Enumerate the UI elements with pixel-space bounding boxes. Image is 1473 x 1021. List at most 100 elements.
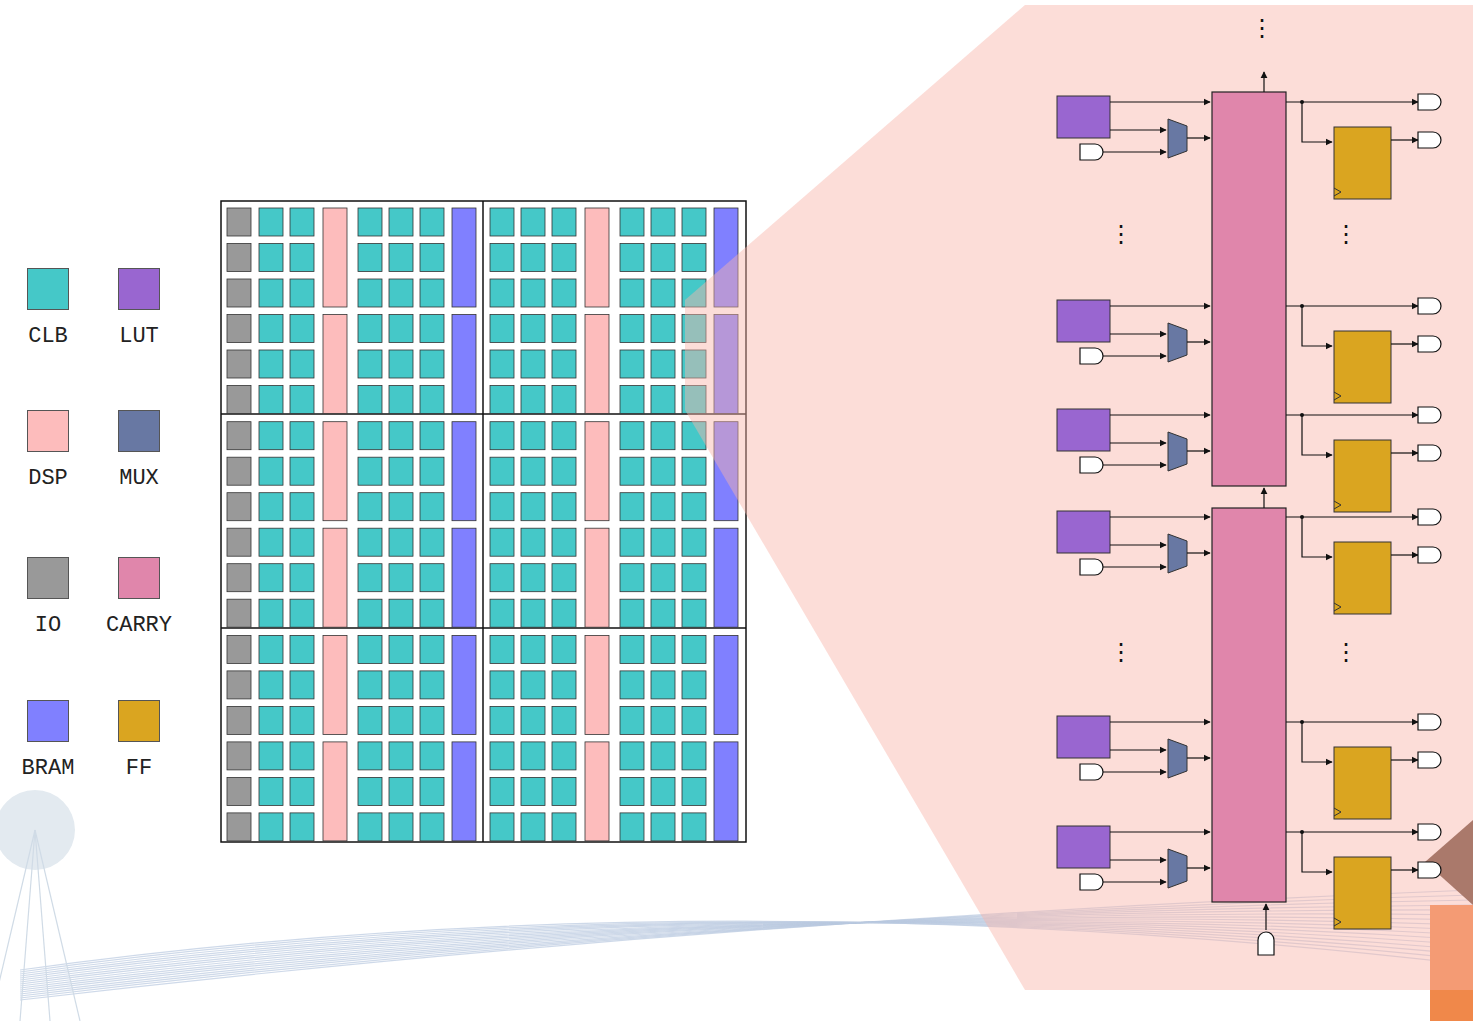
wire bbox=[1187, 137, 1210, 138]
legend-label: IO bbox=[35, 613, 61, 638]
clb-tile bbox=[358, 742, 382, 770]
clb-tile bbox=[290, 777, 314, 805]
wire bbox=[1103, 464, 1166, 465]
clb-tile bbox=[552, 671, 576, 699]
port-symbol bbox=[1080, 457, 1103, 473]
clb-tile bbox=[389, 457, 413, 485]
clb-tile bbox=[420, 457, 444, 485]
clb-tile bbox=[420, 244, 444, 272]
clb-tile bbox=[420, 422, 444, 450]
clb-tile bbox=[521, 493, 545, 521]
deco-line bbox=[35, 830, 50, 1021]
clb-tile bbox=[259, 457, 283, 485]
port-symbol bbox=[1080, 348, 1103, 364]
wire bbox=[1391, 759, 1418, 760]
mux-symbol bbox=[1168, 119, 1187, 158]
wire bbox=[1110, 516, 1210, 517]
clb-tile bbox=[682, 599, 706, 627]
clb-tile bbox=[358, 564, 382, 592]
clb-tile bbox=[682, 777, 706, 805]
clb-tile bbox=[651, 528, 675, 556]
clb-tile bbox=[259, 315, 283, 343]
clb-tile bbox=[620, 671, 644, 699]
wire bbox=[1265, 904, 1266, 930]
clb-tile bbox=[490, 528, 514, 556]
legend-swatch bbox=[118, 557, 160, 599]
clb-tile bbox=[420, 813, 444, 841]
wire bbox=[1110, 859, 1166, 860]
clb-tile bbox=[490, 599, 514, 627]
bram-block bbox=[452, 635, 476, 734]
wire bbox=[1302, 517, 1332, 557]
clb-tile bbox=[490, 350, 514, 378]
clb-tile bbox=[389, 706, 413, 734]
lut-block bbox=[1057, 96, 1110, 138]
clb-tile bbox=[620, 528, 644, 556]
io-tile bbox=[227, 706, 251, 734]
dsp-block bbox=[323, 528, 347, 627]
bram-block bbox=[452, 208, 476, 307]
port-symbol bbox=[1080, 874, 1103, 890]
clb-tile bbox=[552, 777, 576, 805]
legend-label: DSP bbox=[28, 466, 68, 491]
clb-tile bbox=[682, 706, 706, 734]
clb-tile bbox=[389, 244, 413, 272]
legend-label: CLB bbox=[28, 324, 68, 349]
clb-tile bbox=[651, 635, 675, 663]
clb-tile bbox=[290, 528, 314, 556]
legend-label: FF bbox=[126, 756, 152, 781]
bram-block bbox=[714, 742, 738, 841]
clb-tile bbox=[358, 493, 382, 521]
clb-tile bbox=[490, 706, 514, 734]
port-symbol bbox=[1080, 559, 1103, 575]
clb-tile bbox=[358, 422, 382, 450]
clb-tile bbox=[620, 635, 644, 663]
clb-tile bbox=[420, 671, 444, 699]
wire bbox=[1302, 102, 1332, 142]
clb-tile bbox=[358, 386, 382, 414]
clock-symbol bbox=[1334, 392, 1341, 400]
region-line bbox=[482, 201, 484, 842]
wire bbox=[1302, 415, 1332, 455]
dsp-block bbox=[585, 208, 609, 307]
wire bbox=[1263, 72, 1264, 92]
clb-tile bbox=[389, 350, 413, 378]
mux-symbol bbox=[1168, 432, 1187, 471]
lut-block bbox=[1057, 300, 1110, 342]
clb-tile bbox=[358, 350, 382, 378]
clb-tile bbox=[521, 599, 545, 627]
clb-tile bbox=[651, 599, 675, 627]
legend-swatch bbox=[27, 268, 69, 310]
clb-tile bbox=[552, 386, 576, 414]
clb-tile bbox=[490, 279, 514, 307]
clb-tile bbox=[651, 315, 675, 343]
io-tile bbox=[227, 599, 251, 627]
port-symbol bbox=[1418, 547, 1441, 563]
deco-line bbox=[35, 830, 80, 1021]
legend-swatch bbox=[118, 700, 160, 742]
wire bbox=[1110, 721, 1210, 722]
clb-tile bbox=[389, 315, 413, 343]
clb-tile bbox=[420, 279, 444, 307]
clb-tile bbox=[682, 671, 706, 699]
clb-tile bbox=[651, 422, 675, 450]
bram-block bbox=[714, 528, 738, 627]
clb-tile bbox=[290, 493, 314, 521]
wire bbox=[1110, 442, 1166, 443]
io-tile bbox=[227, 386, 251, 414]
clb-tile bbox=[420, 777, 444, 805]
clb-tile bbox=[259, 635, 283, 663]
clb-tile bbox=[420, 564, 444, 592]
io-tile bbox=[227, 457, 251, 485]
clb-tile bbox=[259, 813, 283, 841]
legend-swatch bbox=[118, 410, 160, 452]
clb-tile bbox=[682, 813, 706, 841]
clb-tile bbox=[389, 599, 413, 627]
wire bbox=[1391, 452, 1418, 453]
clb-tile bbox=[521, 564, 545, 592]
clb-tile bbox=[389, 742, 413, 770]
bram-block bbox=[452, 528, 476, 627]
clb-tile bbox=[682, 528, 706, 556]
clock-symbol bbox=[1334, 808, 1341, 816]
io-tile bbox=[227, 777, 251, 805]
